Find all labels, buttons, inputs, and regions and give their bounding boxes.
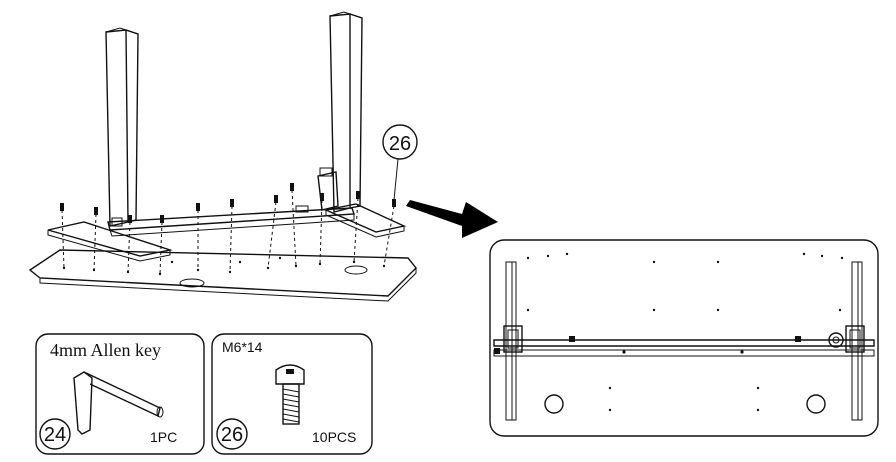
right-arrow-icon <box>406 200 498 238</box>
part-number: 26 <box>221 424 243 446</box>
desk-frame <box>47 11 407 262</box>
top-down-detail-view <box>489 239 879 437</box>
screws-above <box>60 183 396 223</box>
screw-icon <box>275 364 305 425</box>
part-qty: 1PC <box>150 429 177 445</box>
callout-26: 26 <box>382 124 418 201</box>
part-name: M6*14 <box>222 339 263 355</box>
desktop-panel <box>28 249 417 302</box>
allen-key-icon <box>73 371 164 435</box>
part-qty: 10PCS <box>312 429 356 445</box>
part-name: 4mm Allen key <box>50 340 161 360</box>
part-card-allen-key: 4mm Allen key 24 1PC <box>35 333 205 455</box>
part-number: 24 <box>44 424 66 446</box>
alignment-lines <box>61 189 395 275</box>
exploded-assembly-view: 26 <box>28 11 418 302</box>
callout-number: 26 <box>389 133 411 155</box>
part-card-screw: M6*14 26 10PCS <box>211 333 373 455</box>
